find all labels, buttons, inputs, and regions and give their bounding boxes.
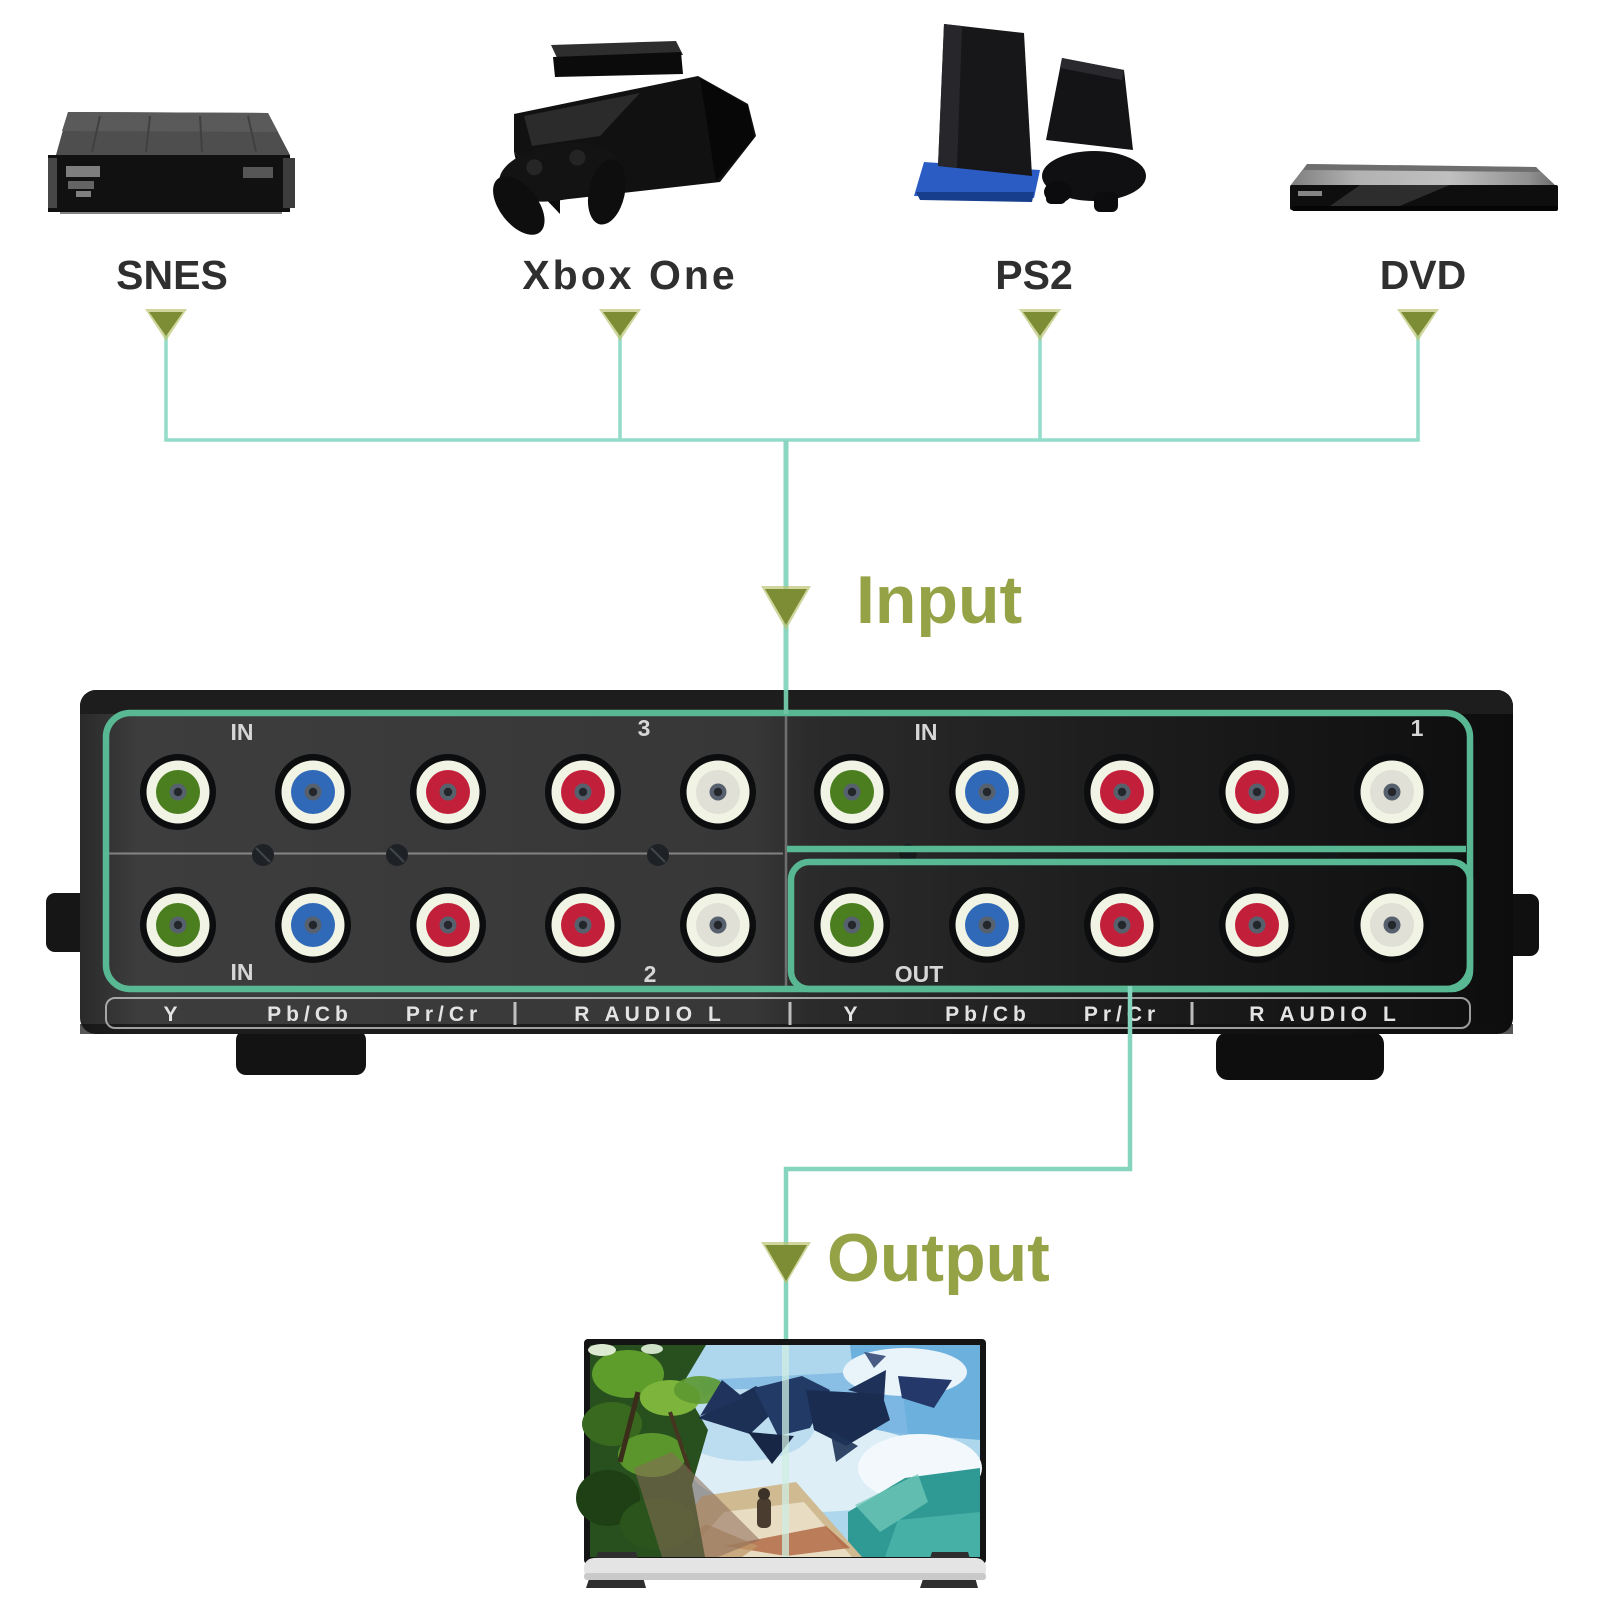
svg-text:Pr/Cr: Pr/Cr bbox=[1084, 1003, 1160, 1026]
svg-text:Pb/Cb: Pb/Cb bbox=[267, 1003, 353, 1026]
svg-text:DVD: DVD bbox=[1380, 252, 1467, 298]
svg-text:Xbox One: Xbox One bbox=[522, 252, 737, 298]
svg-text:Y: Y bbox=[163, 1003, 182, 1026]
svg-text:Y: Y bbox=[843, 1003, 862, 1026]
svg-text:PS2: PS2 bbox=[995, 252, 1073, 298]
svg-text:IN: IN bbox=[231, 959, 254, 985]
svg-text:3: 3 bbox=[638, 715, 651, 741]
svg-text:IN: IN bbox=[231, 719, 254, 745]
svg-text:1: 1 bbox=[1411, 715, 1424, 741]
svg-text:IN: IN bbox=[915, 719, 938, 745]
svg-text:2: 2 bbox=[644, 961, 657, 987]
svg-text:Output: Output bbox=[827, 1220, 1050, 1296]
svg-text:Input: Input bbox=[856, 562, 1022, 638]
svg-text:OUT: OUT bbox=[895, 961, 944, 987]
svg-text:R AUDIO L: R AUDIO L bbox=[1249, 1003, 1401, 1026]
svg-text:Pb/Cb: Pb/Cb bbox=[945, 1003, 1031, 1026]
svg-text:Pr/Cr: Pr/Cr bbox=[406, 1003, 482, 1026]
svg-text:R AUDIO L: R AUDIO L bbox=[574, 1003, 726, 1026]
svg-text:SNES: SNES bbox=[116, 252, 228, 298]
